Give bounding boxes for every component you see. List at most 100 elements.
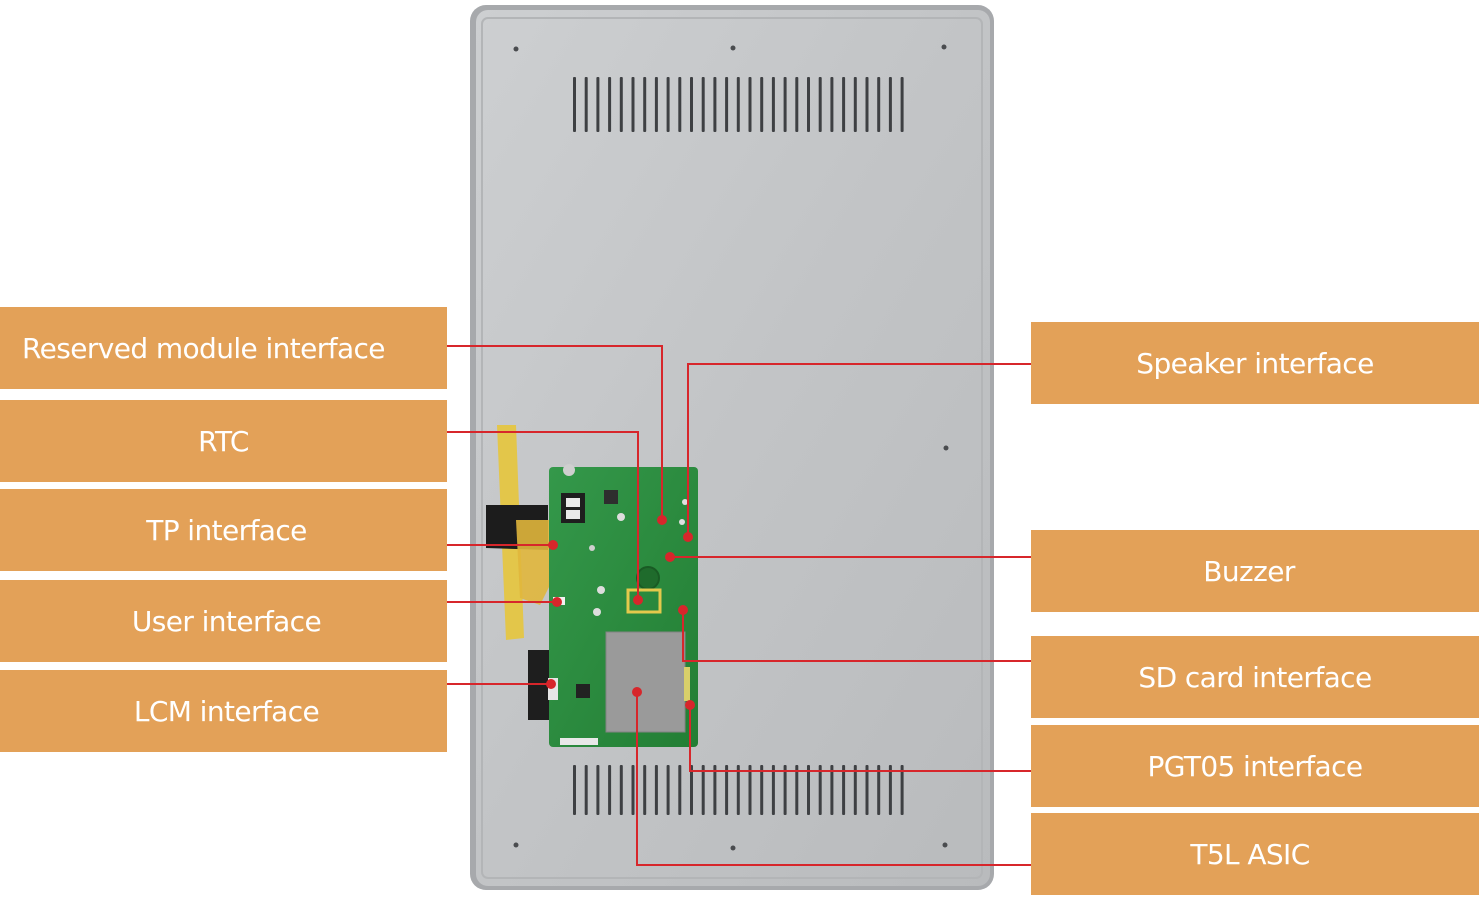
label-buzzer: Buzzer (1031, 530, 1479, 612)
t5l-asic-shield (605, 631, 686, 733)
vent-slot (877, 765, 881, 815)
vent-slot (807, 77, 810, 132)
vent-slot (865, 765, 869, 815)
label-speaker-interface: Speaker interface (1031, 322, 1479, 404)
callout-speaker (687, 363, 1031, 537)
vent-slot (853, 77, 857, 132)
vent-slot (760, 765, 764, 815)
vent-slot (771, 765, 775, 815)
vent-slot (725, 77, 729, 132)
vent-slot (900, 765, 904, 815)
vent-slot (818, 765, 822, 815)
vent-slots-bottom (573, 765, 904, 815)
label-t5l-asic: T5L ASIC (1031, 813, 1479, 895)
vent-slot (619, 765, 623, 815)
label-sd-card-interface: SD card interface (1031, 636, 1479, 718)
vent-slot (760, 77, 764, 132)
vent-slot (619, 77, 623, 132)
vent-slot (783, 765, 787, 815)
callout-reserved-module (447, 345, 663, 520)
vent-slot (643, 765, 647, 815)
rtc-battery (636, 566, 660, 590)
label-user-interface: User interface (0, 580, 447, 662)
label-text: T5L ASIC (1190, 837, 1310, 871)
label-text: User interface (131, 604, 322, 638)
metal-back-panel (470, 5, 994, 890)
label-text: Speaker interface (1136, 346, 1374, 380)
vent-slot (818, 77, 822, 132)
callout-dots (546, 515, 695, 710)
vent-slot (573, 77, 576, 132)
vent-slot (654, 77, 658, 132)
vent-slot (678, 765, 682, 815)
vent-slot (830, 765, 834, 815)
vent-slot (888, 765, 892, 815)
vent-slot (596, 77, 600, 132)
label-text: RTC (198, 424, 249, 458)
vent-slot (748, 77, 752, 132)
vent-slot (584, 77, 588, 132)
vent-slot (690, 77, 693, 132)
callout-pgt05 (689, 705, 1031, 772)
vent-slot (596, 765, 600, 815)
label-text: Reserved module interface (22, 331, 386, 365)
vent-slot (690, 765, 693, 815)
vent-slot (701, 765, 705, 815)
vent-slot (666, 765, 670, 815)
vent-slot (842, 77, 846, 132)
vent-slot (631, 765, 635, 815)
vent-slot (725, 765, 729, 815)
control-pcb (548, 464, 698, 747)
vent-slot (877, 77, 881, 132)
vent-slot (713, 77, 717, 132)
vent-slot (900, 77, 904, 132)
vent-slot (701, 77, 705, 132)
vent-slot (654, 765, 658, 815)
callout-reserved-module-dot (657, 515, 667, 525)
label-pgt05-interface: PGT05 interface (1031, 725, 1479, 807)
vent-slot (888, 77, 892, 132)
vent-slot (807, 765, 810, 815)
callout-sd-card-dot (678, 605, 688, 615)
callout-t5l-asic-dot (632, 687, 642, 697)
callout-lcm-dot (546, 679, 556, 689)
label-text: PGT05 interface (1147, 749, 1363, 783)
vent-slot (830, 77, 834, 132)
vent-slot (631, 77, 635, 132)
callout-rtc (447, 431, 639, 600)
label-text: LCM interface (133, 694, 320, 728)
ic-chip (576, 684, 590, 698)
label-text: SD card interface (1138, 660, 1372, 694)
label-text: TP interface (146, 513, 307, 547)
vent-slot (736, 77, 740, 132)
vent-slot (608, 765, 612, 815)
callout-speaker-dot (683, 532, 693, 542)
vent-slot (713, 765, 717, 815)
vent-slot (736, 765, 740, 815)
vent-slot (666, 77, 670, 132)
label-rtc: RTC (0, 400, 447, 482)
vent-slot (573, 765, 576, 815)
callout-user-dot (552, 597, 562, 607)
callout-t5l-asic (636, 692, 1031, 866)
callout-pgt05-dot (685, 700, 695, 710)
vent-slot (865, 77, 869, 132)
label-text: Buzzer (1203, 554, 1295, 588)
vent-slot (748, 765, 752, 815)
vent-slot (783, 77, 787, 132)
vent-slot (795, 77, 799, 132)
screw-holes (513, 44, 949, 851)
vent-slot (643, 77, 647, 132)
label-reserved-module-interface: Reserved module interface (0, 307, 447, 389)
vent-slot (584, 765, 588, 815)
vent-slot (842, 765, 846, 815)
callout-rtc-dot (633, 595, 643, 605)
callout-lines (447, 345, 1031, 866)
vent-slot (853, 765, 857, 815)
label-tp-interface: TP interface (0, 489, 447, 571)
vent-slot (771, 77, 775, 132)
callout-buzzer-dot (665, 552, 675, 562)
callout-tp-dot (548, 540, 558, 550)
vent-slot (795, 765, 799, 815)
